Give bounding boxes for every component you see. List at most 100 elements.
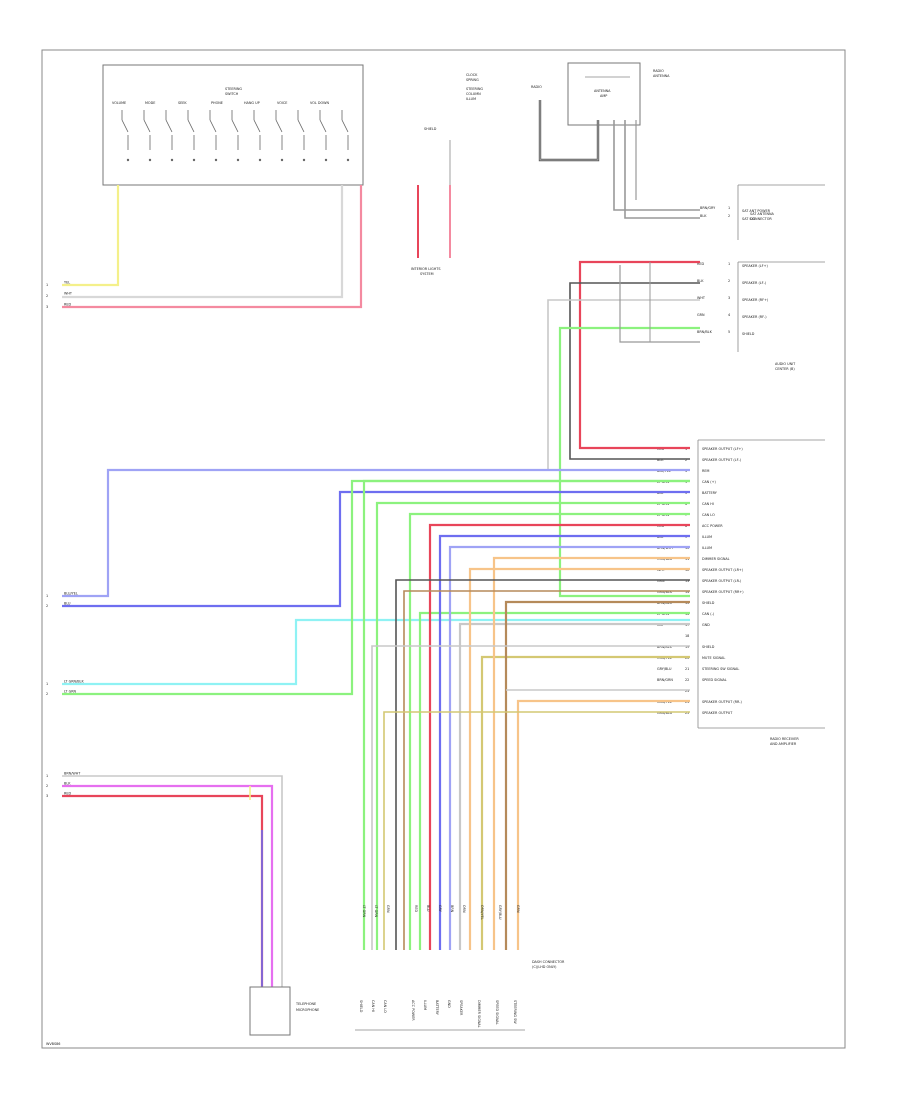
bottom-wire-tag: GRN [386,905,390,913]
microphone-label: TELEPHONE MICROPHONE [295,1002,319,1012]
terminal-color: LT GRN [64,690,77,694]
terminal-color: BLU [64,602,71,606]
amp-pin-number: 1 [728,262,730,266]
radio-pin-label: CAN LO [702,513,715,517]
radio-pin-label: DIMMER SIGNAL [702,557,730,561]
svg-text:AND AMPLIFIER: AND AMPLIFIER [770,742,797,746]
radio-pin-label: STEERING SW SIGNAL [702,667,739,671]
switch-red-lead [62,185,363,309]
svg-text:STEERING: STEERING [466,87,483,91]
sat-pin-label: SAT SIG [742,217,756,221]
radio-drop-wire [492,556,690,950]
bottom-label: CAN LO [383,1000,387,1013]
bottom-wire-tag: RED [414,905,418,912]
svg-text:RADIO: RADIO [653,69,664,73]
radio-pin-number: 21 [685,667,689,671]
switch-label: VOLUME [112,101,126,105]
svg-text:RADIO RECEIVER: RADIO RECEIVER [770,737,799,741]
terminal-number: 2 [46,604,48,608]
dark-drop-wire [395,579,690,950]
switch-white-lead [62,185,344,299]
radio-pin-label: ACC POWER [702,524,723,528]
switch-contact-blade [143,119,151,133]
radio-pin-label: SPEAKER OUTPUT (LR+) [702,568,744,572]
bottom-label: ACC POWER [411,1000,415,1021]
svg-text:COLUMN: COLUMN [466,92,481,96]
radio-pin-label: ILLUM [702,546,712,550]
svg-text:AMP: AMP [600,94,607,98]
brown-drop-wire [403,590,690,950]
terminal-color: YEL [64,281,70,285]
radio-connector [697,439,825,729]
switch-contact-blade [341,119,349,133]
switch-label: VOL DOWN [310,101,330,105]
radio-connector-label: RADIO RECEIVER AND AMPLIFIER [770,737,799,746]
svg-text:MICROPHONE: MICROPHONE [296,1008,319,1012]
radio-pin-number: 18 [685,634,689,638]
switch-contact-blade [297,119,305,133]
bottom-label: SPEED SIGNAL [495,1000,499,1025]
amp-pin-label: SPEAKER (RF-) [742,315,767,319]
switch-label: VOICE [277,101,287,105]
radio-antenna-label: RADIO ANTENNA [653,69,670,78]
switch-node [236,158,240,162]
amp-pin-wire: GRN [697,313,705,317]
amp-pin-label: SPEAKER (LF+) [742,264,768,268]
switch-node [258,158,262,162]
steering-switch-box [102,64,364,186]
radio-pin-label: SHIELD [702,601,715,605]
amp-red-wire [578,260,700,450]
switch-contact-blade [187,119,195,133]
bottom-wire-tag: ORN [462,905,466,913]
radio-drop-wire [458,622,690,950]
amp-pin-number: 2 [728,279,730,283]
radio-pin-wire: GRN/BLU [657,711,673,715]
radio-pin-label: SPEED SIGNAL [702,678,727,682]
radio-drop-wire [448,545,690,950]
radio-pin-label: SPEAKER OUTPUT (RR-) [702,700,742,704]
switch-contact-blade [209,119,217,133]
radio-drop-wire [428,523,690,950]
radio-pin-label: REM [702,469,709,473]
microphone-module [249,986,291,1036]
blue-yellow-wire [62,468,690,598]
svg-text:(C)(LHD ONLY): (C)(LHD ONLY) [532,965,557,969]
radio-pin-label: SPEAKER OUTPUT (LF-) [702,458,742,462]
terminal-number: 2 [46,692,48,696]
radio-pin-number: 22 [685,678,689,682]
svg-text:CONNECTOR: CONNECTOR [750,217,772,221]
amp-wire-a [613,120,700,211]
sat-antenna-connector [737,184,825,240]
radio-drop-wire [468,567,690,950]
radio-drop-wire [375,501,690,950]
terminal-number: 3 [46,305,48,309]
svg-text:ANTENNA: ANTENNA [653,74,670,78]
radio-pin-label: CAN (+) [702,480,716,484]
switch-label: SEEK [178,101,187,105]
radio-label: RADIO [531,85,542,89]
radio-pin-wire: GRN/BLK [657,590,673,594]
sat-pin-number: 1 [728,206,730,210]
sat-pin-wire: BLK [700,214,707,218]
radio-pin-label: ILLUM [702,535,712,539]
svg-text:INTERIOR LIGHTS: INTERIOR LIGHTS [411,267,441,271]
terminal-number: 1 [46,682,48,686]
svg-text:SAT ANTENNA: SAT ANTENNA [750,212,775,216]
amp-pin-wire: WHT [697,296,706,300]
amp-shield-wire [619,265,700,343]
gray-drop-wire [371,645,690,950]
wire-harness [62,260,700,990]
radio-drop-wire [408,512,690,950]
switch-node [214,158,218,162]
radio-drop-wire [516,699,690,950]
bottom-label: DIMMER SIGNAL [477,1000,481,1028]
mic-violet-wire [62,784,274,990]
bottom-label: BATTERY [435,1000,439,1016]
amp-black-wire [569,282,700,460]
radio-pin-number: 19 [685,645,689,649]
radio-pin-label: SPEAKER OUTPUT (RR+) [702,590,744,594]
bottom-wire-tag: GRY/BLU [498,905,502,920]
amp-pin-label: SPEAKER (RF+) [742,298,769,302]
